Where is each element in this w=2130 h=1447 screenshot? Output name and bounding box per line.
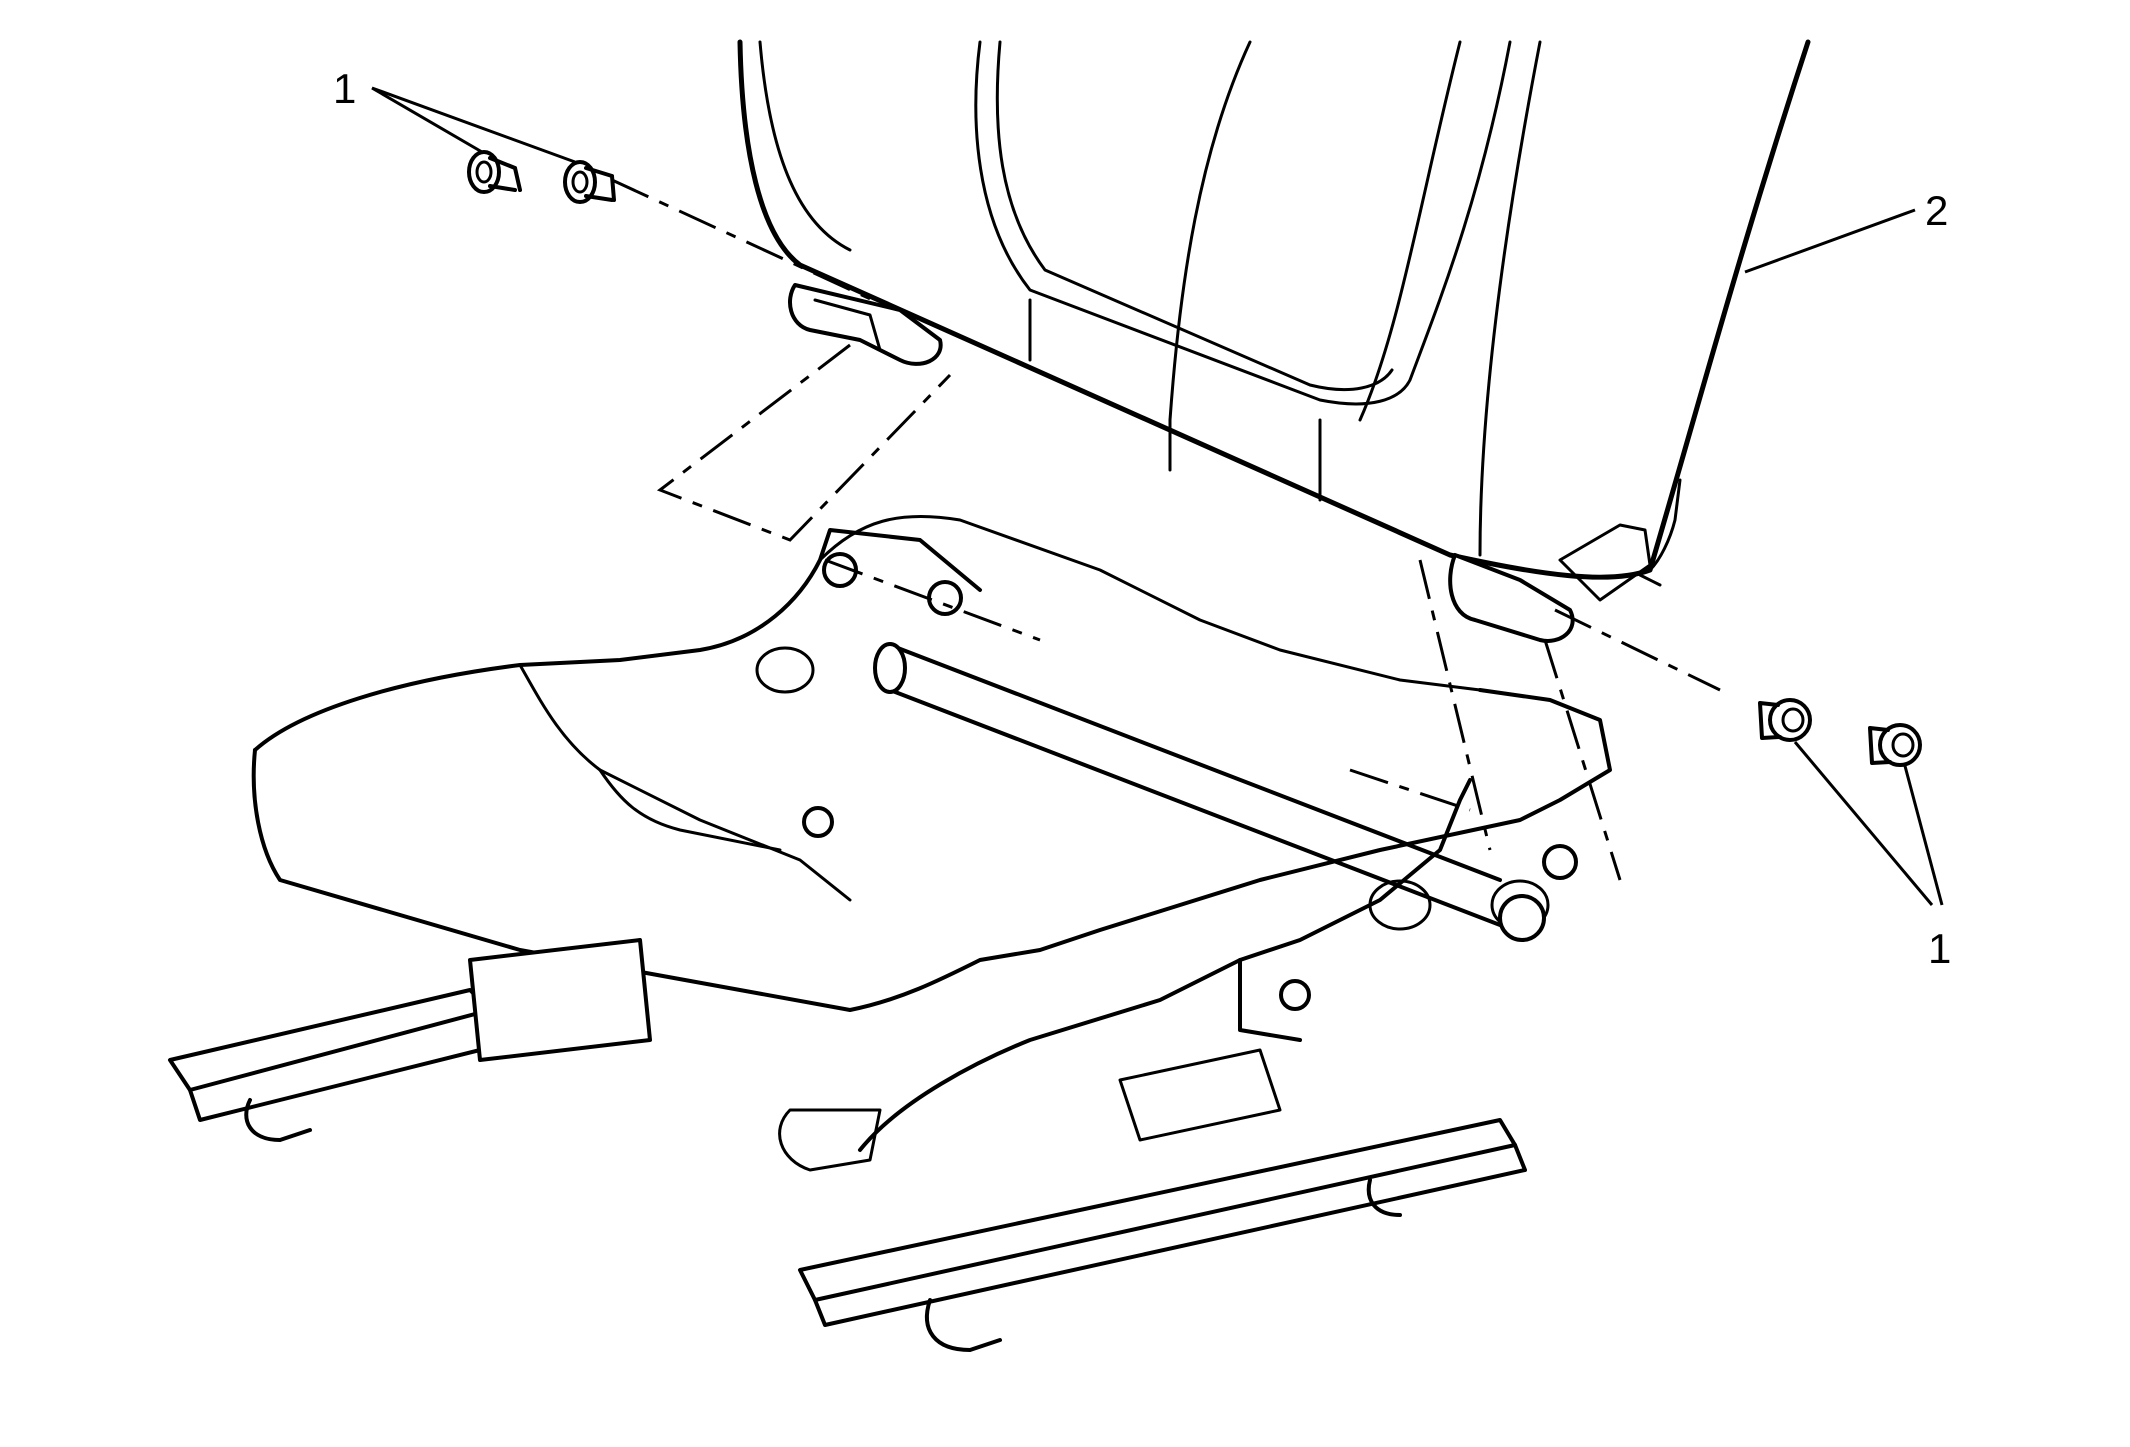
leader-lines xyxy=(371,86,1944,906)
callout-label-fastener-bottom: 1 xyxy=(1928,925,1952,972)
bolt-right-2 xyxy=(1868,723,1922,767)
alignment-lines xyxy=(611,178,1721,881)
callout-label-seatback: 2 xyxy=(1925,187,1949,234)
seat-tracks xyxy=(168,938,1527,1352)
seatback xyxy=(737,39,1811,643)
bolt-top-left-1 xyxy=(467,150,522,194)
callout-label-fastener-top: 1 xyxy=(333,65,357,112)
bolt-top-left-2 xyxy=(563,160,616,204)
bolt-right-1 xyxy=(1758,698,1812,742)
seat-cushion-frame xyxy=(251,514,1612,1152)
